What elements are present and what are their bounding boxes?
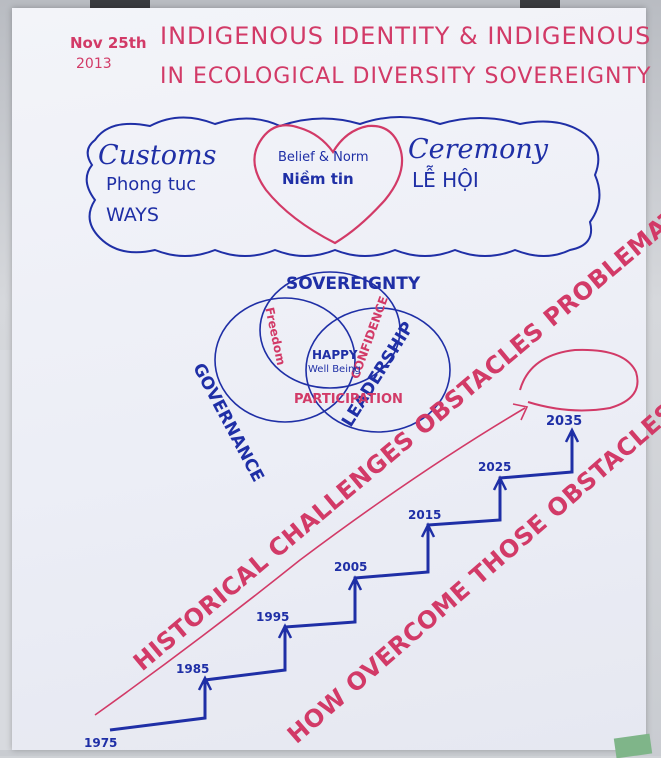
customs-label: Customs	[98, 140, 217, 171]
sovereignty-label: SOVEREIGNTY	[286, 274, 421, 294]
step-arrow	[492, 475, 508, 491]
cloud-outline	[85, 116, 601, 257]
year-label: 2025	[478, 460, 512, 474]
step-arrow	[420, 522, 436, 538]
wellbeing-label: Well Being	[308, 364, 361, 375]
participation-label: PARTICIPATION	[294, 392, 403, 407]
venn-circle-right	[305, 307, 451, 433]
progress-arrow-head	[512, 403, 529, 421]
le-hoi-label: LỄ HỘI	[412, 168, 479, 192]
year-label: 2005	[334, 560, 368, 574]
venn-circle-left	[214, 297, 356, 423]
goal-circle	[519, 348, 639, 412]
step-arrow	[347, 575, 363, 591]
year-label: 1975	[84, 736, 118, 750]
belief-norm-label: Belief & Norm	[278, 150, 369, 165]
date-line-1: Nov 25th	[70, 34, 147, 52]
year-label: 2015	[408, 508, 442, 522]
year-label: 1985	[176, 662, 210, 676]
ways-label: WAYS	[106, 204, 159, 226]
title-line-2: IN ECOLOGICAL DIVERSITY SOVEREIGNTY	[160, 64, 652, 89]
year-label: 1995	[256, 610, 290, 624]
year-label: 2035	[546, 414, 583, 429]
date-line-2: 2013	[76, 56, 112, 72]
step-arrow	[277, 623, 293, 639]
step-arrow	[197, 675, 213, 691]
niem-tin-label: Niềm tin	[282, 170, 354, 188]
heart-shape	[253, 124, 404, 245]
left-paper-edge	[0, 350, 14, 750]
title-line-1: INDIGENOUS IDENTITY & INDIGENOUS	[160, 22, 652, 50]
step-arrow	[564, 427, 580, 443]
flipchart-paper	[12, 8, 646, 750]
progress-arrow-line	[94, 407, 526, 716]
happy-label: HAPPY	[312, 348, 358, 362]
venn-circle-top	[259, 271, 401, 389]
ceremony-label: Ceremony	[408, 134, 549, 165]
phong-tuc-label: Phong tuc	[106, 174, 197, 195]
